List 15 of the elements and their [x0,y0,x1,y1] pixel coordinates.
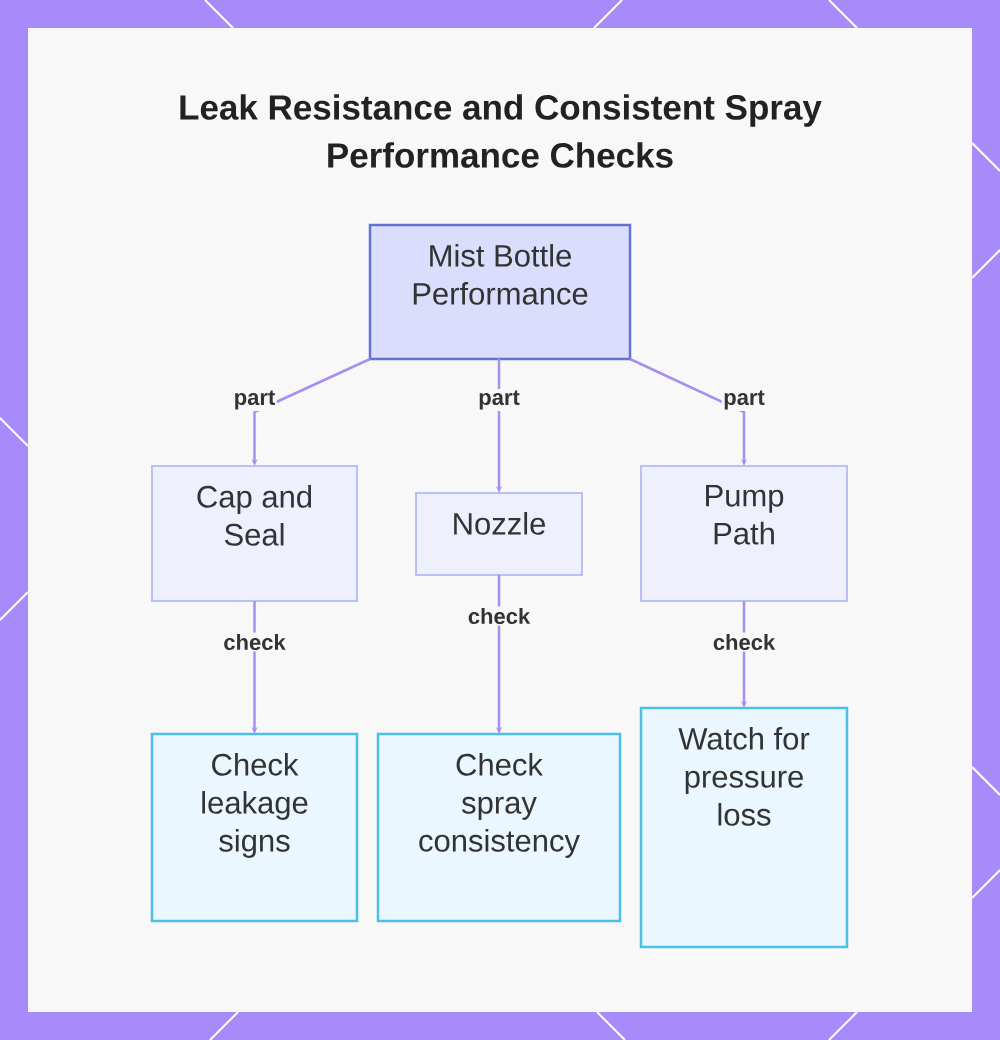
edge-label: check [466,606,532,626]
edge-label: part [721,389,767,411]
arrow [629,357,748,466]
edge-label: check [221,632,288,652]
part-box: Nozzle [415,492,583,576]
edge-label: check [711,632,777,652]
edge-label: part [476,389,522,411]
check-box: Check leakage signs [150,732,359,923]
check-box: Watch for pressure loss [639,706,849,949]
part-box: Cap and Seal [151,465,358,602]
root-box: Mist Bottle Performance [368,223,632,361]
edge-label: part [232,389,277,411]
part-box: Pump Path [640,465,848,602]
title: Leak Resistance and Consistent Spray Performance Checks [180,94,822,168]
check-box: Check spray consistency [376,732,622,923]
